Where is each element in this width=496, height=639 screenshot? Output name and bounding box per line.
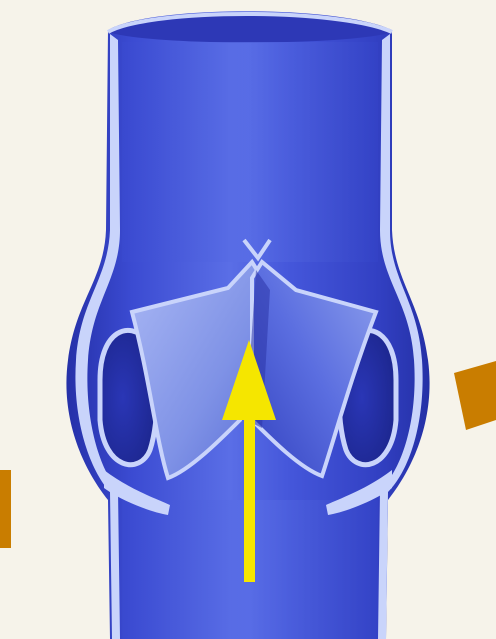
vein-upper-lumen	[122, 42, 378, 262]
right-marker-icon	[454, 361, 496, 430]
left-marker-icon	[0, 470, 11, 548]
